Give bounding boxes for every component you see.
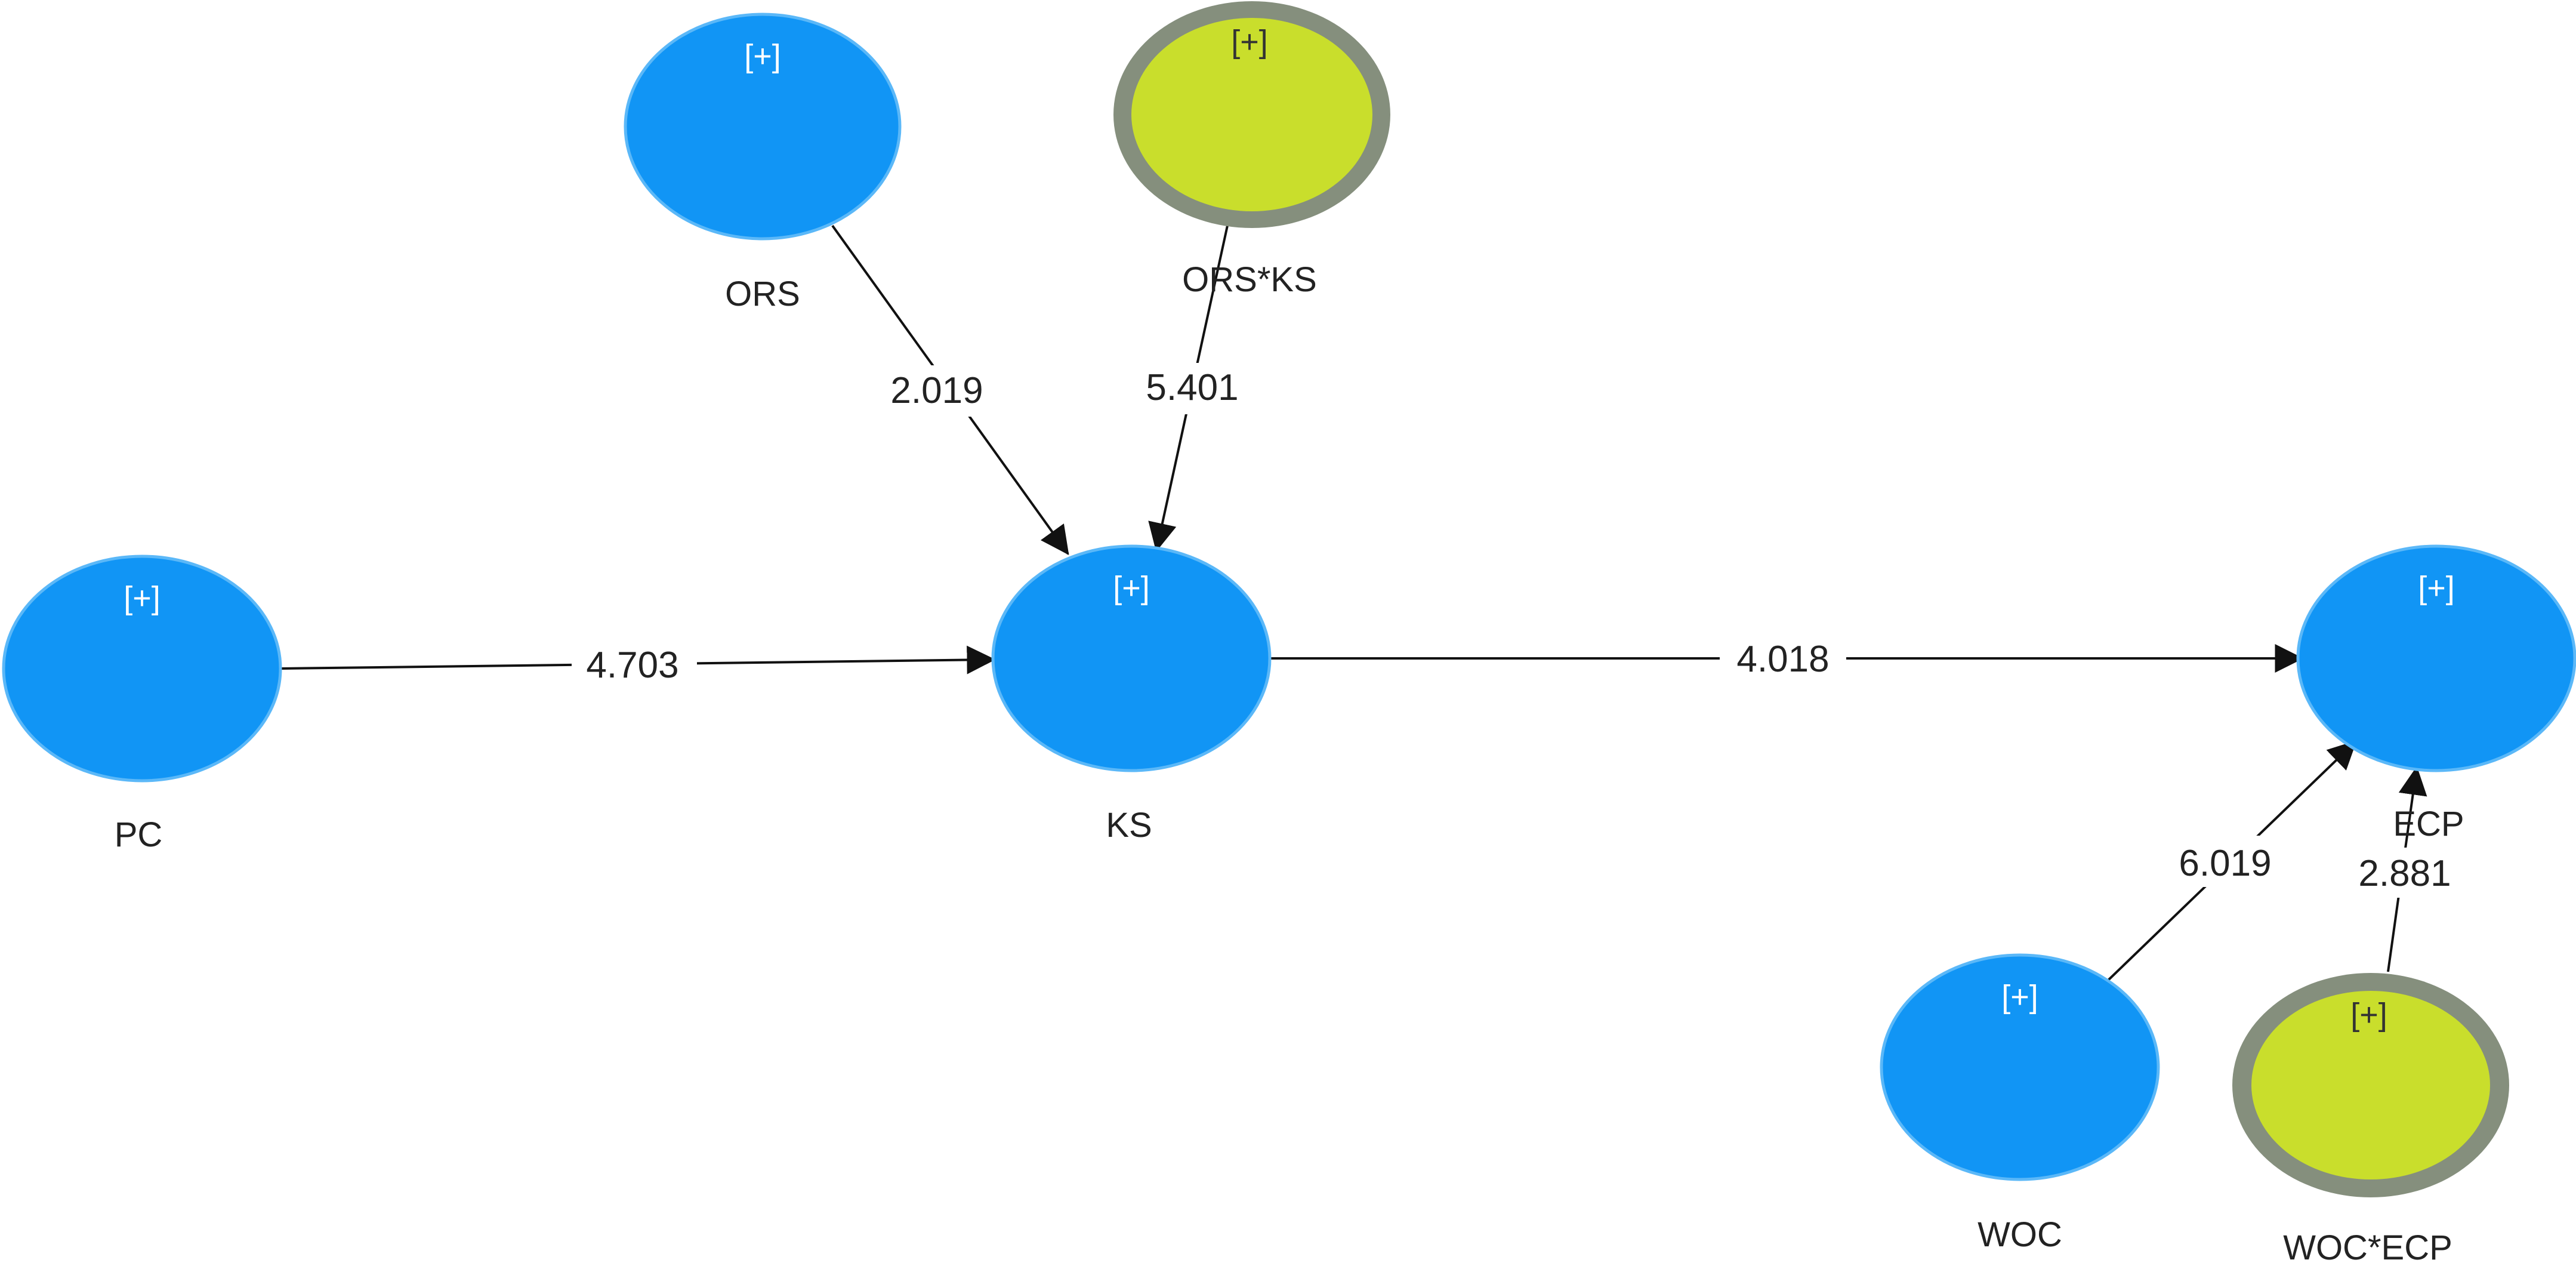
node-ors-ks[interactable]: [+] ORS*KS <box>1113 1 1390 299</box>
node-label-ors: ORS <box>725 275 800 313</box>
path-wocecp-to-ecp[interactable]: 2.881 <box>2345 766 2464 972</box>
node-ecp[interactable]: [+] ECP <box>2296 544 2576 843</box>
path-ks-to-ecp-coefficient: 4.018 <box>1736 639 1829 680</box>
moderator-ellipse[interactable] <box>1131 18 1372 211</box>
construct-ellipse[interactable] <box>1880 953 2160 1181</box>
path-ors-to-ks[interactable]: 2.019 <box>831 224 1069 555</box>
path-wocecp-to-ecp-coefficient: 2.881 <box>2358 853 2451 894</box>
path-label-bg <box>2165 836 2285 887</box>
node-pc[interactable]: [+] PC <box>2 555 282 854</box>
node-woc-ecp[interactable]: [+] WOC*ECP <box>2232 973 2509 1267</box>
node-ks[interactable]: [+] KS <box>991 544 1272 845</box>
expand-toggle[interactable]: [+] <box>744 38 781 74</box>
path-label-bg <box>877 365 997 417</box>
construct-ellipse[interactable] <box>2 555 282 783</box>
node-ors[interactable]: [+] ORS <box>624 13 902 313</box>
path-label-bg <box>1720 632 1846 683</box>
path-label-bg <box>572 636 697 688</box>
expand-toggle[interactable]: [+] <box>2001 979 2038 1015</box>
expand-toggle[interactable]: [+] <box>1231 24 1268 60</box>
expand-toggle[interactable]: [+] <box>124 580 161 616</box>
node-label-woc: WOC <box>1977 1215 2062 1254</box>
node-label-ors-ks: ORS*KS <box>1182 260 1317 299</box>
path-pc-to-ks[interactable]: 4.703 <box>281 636 996 688</box>
path-label-bg <box>2345 848 2464 898</box>
path-label-bg <box>1133 363 1252 414</box>
path-pc-to-ks-coefficient: 4.703 <box>586 645 678 686</box>
node-woc[interactable]: [+] WOC <box>1880 953 2160 1254</box>
construct-ellipse[interactable] <box>624 13 902 241</box>
moderator-ellipse[interactable] <box>2251 991 2490 1179</box>
node-label-woc-ecp: WOC*ECP <box>2283 1228 2452 1267</box>
construct-ellipse[interactable] <box>991 544 1272 772</box>
node-label-ecp: ECP <box>2393 805 2464 843</box>
expand-toggle[interactable]: [+] <box>2350 997 2387 1033</box>
path-orsks-to-ks-coefficient: 5.401 <box>1146 367 1238 408</box>
expand-toggle[interactable]: [+] <box>1113 570 1150 606</box>
path-ks-to-ecp[interactable]: 4.018 <box>1271 632 2304 683</box>
construct-ellipse[interactable] <box>2296 544 2576 772</box>
path-woc-to-ecp-coefficient: 6.019 <box>2179 843 2271 884</box>
path-woc-to-ecp[interactable]: 6.019 <box>2105 740 2357 983</box>
path-ors-to-ks-coefficient: 2.019 <box>890 370 983 411</box>
expand-toggle[interactable]: [+] <box>2418 570 2455 606</box>
node-label-ks: KS <box>1106 806 1152 845</box>
node-label-pc: PC <box>115 815 163 854</box>
path-orsks-to-ks[interactable]: 5.401 <box>1133 225 1252 552</box>
